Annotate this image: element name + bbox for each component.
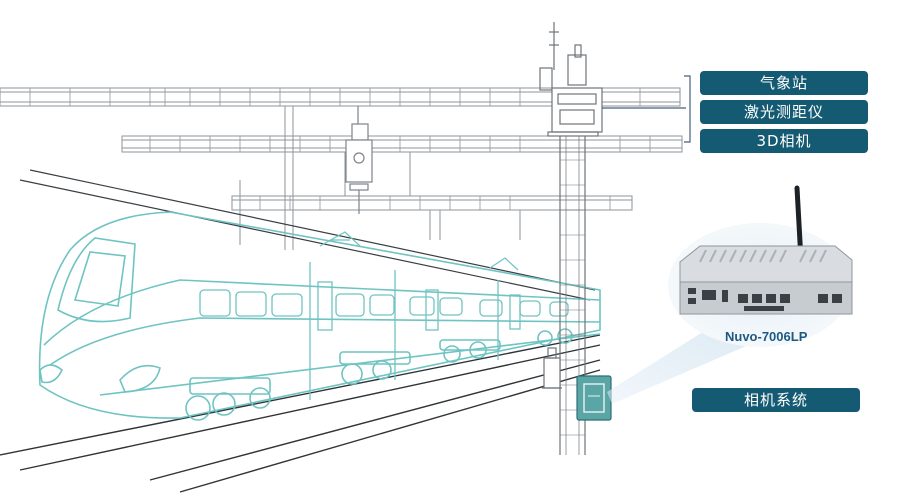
railway-track <box>0 334 601 493</box>
device-model-label: Nuvo-7006LP <box>725 329 808 344</box>
train-bogies <box>185 328 573 421</box>
3d-camera-tag: 3D相机 <box>700 129 868 153</box>
weather-station-tag: 气象站 <box>700 71 868 95</box>
sensor-callout-bracket <box>602 75 691 143</box>
train <box>38 211 601 421</box>
catenary-wires <box>19 169 596 301</box>
nuvo-computer <box>668 185 853 347</box>
laser-rangefinder-tag: 激光测距仪 <box>700 100 868 124</box>
overhead-gantry <box>0 87 683 250</box>
camera-system-tag: 相机系统 <box>692 388 860 412</box>
camera-system-unit <box>576 375 612 421</box>
suspended-camera-box <box>345 106 373 214</box>
